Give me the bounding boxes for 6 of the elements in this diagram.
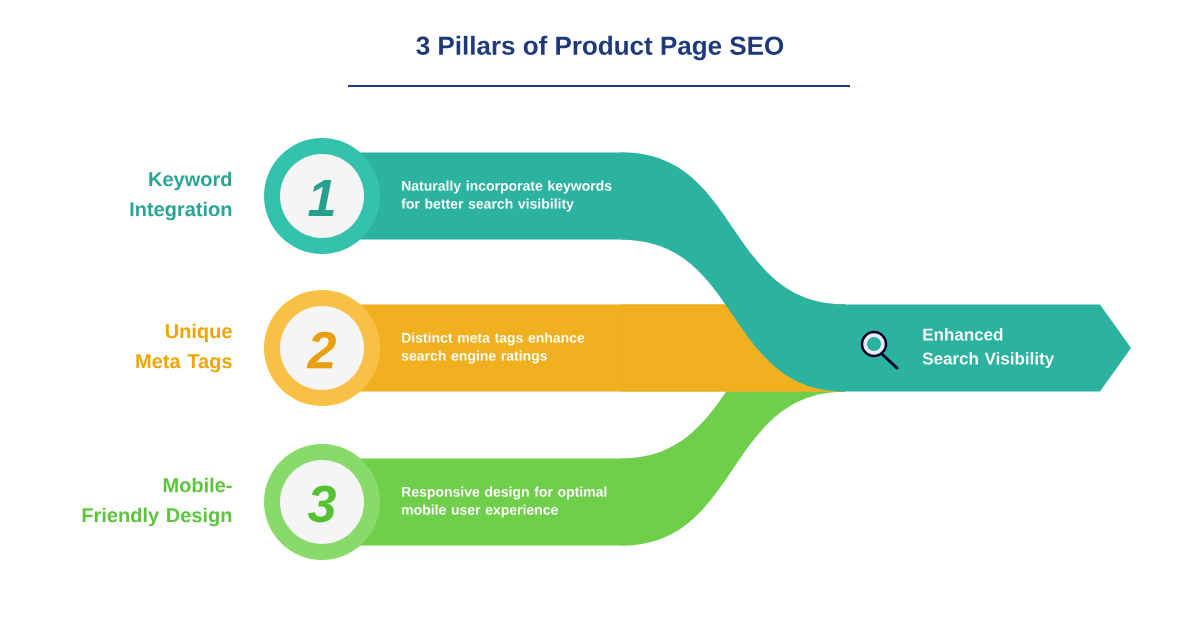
pillar-heading: Unique Meta Tags [136, 323, 232, 373]
pillar-heading: Keyword Integration [130, 171, 232, 221]
title: 3 Pillars of Product Page SEO [416, 35, 784, 61]
node-label: Enhanced Search Visibility [922, 328, 1055, 368]
pillar-heading: Mobile-Friendly Design [82, 477, 232, 527]
ribbon-connector [621, 152, 845, 392]
